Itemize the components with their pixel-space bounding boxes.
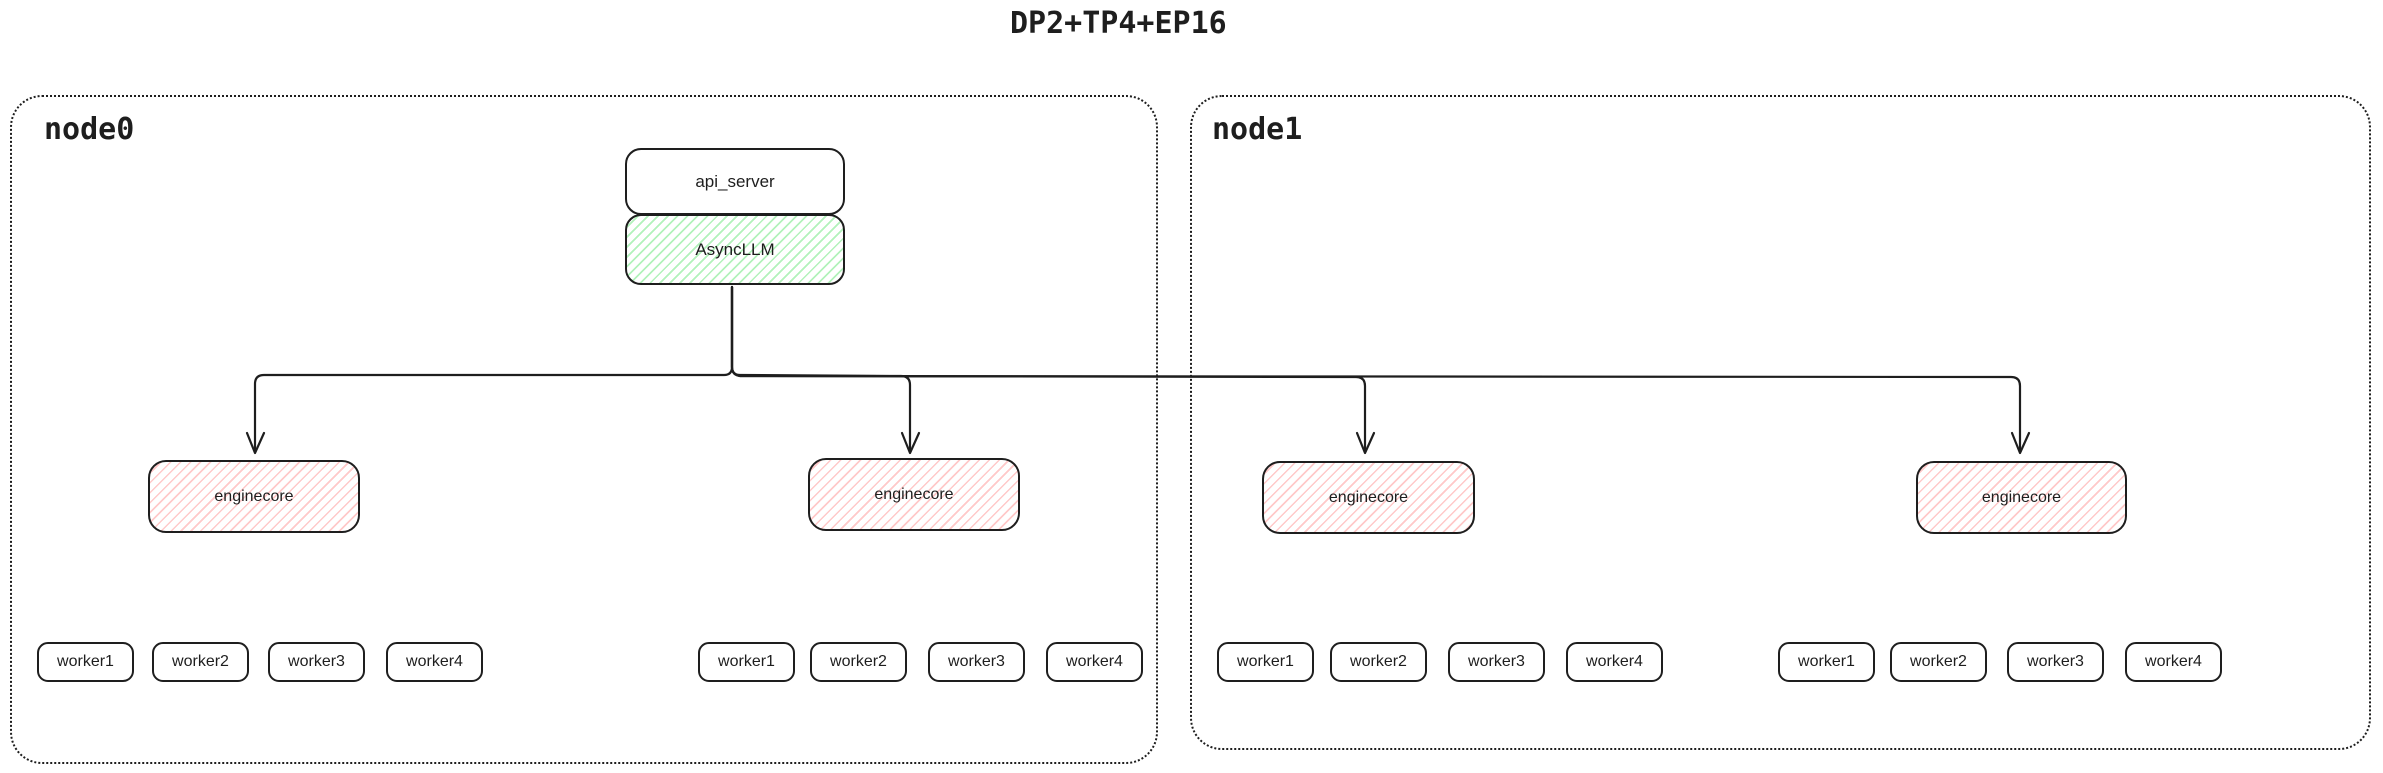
api-server-label: api_server xyxy=(695,171,775,191)
worker-label: worker2 xyxy=(1910,653,1967,670)
enginecore-box-2: enginecore xyxy=(808,458,1020,531)
worker-box: worker2 xyxy=(810,642,907,682)
worker-box: worker1 xyxy=(1778,642,1875,682)
worker-box: worker2 xyxy=(1890,642,1987,682)
worker-box: worker3 xyxy=(928,642,1025,682)
worker-label: worker4 xyxy=(406,653,463,670)
enginecore-box-1: enginecore xyxy=(148,460,360,533)
api-server-box: api_server xyxy=(625,148,845,215)
enginecore-label: enginecore xyxy=(214,487,294,505)
worker-label: worker3 xyxy=(948,653,1005,670)
node0-label: node0 xyxy=(44,112,135,147)
worker-label: worker4 xyxy=(1586,653,1643,670)
enginecore-box-3: enginecore xyxy=(1262,461,1475,534)
worker-label: worker1 xyxy=(718,653,775,670)
worker-label: worker2 xyxy=(830,653,887,670)
worker-label: worker4 xyxy=(1066,653,1123,670)
worker-box: worker4 xyxy=(1046,642,1143,682)
async-llm-box: AsyncLLM xyxy=(625,214,845,285)
worker-box: worker4 xyxy=(386,642,483,682)
async-llm-label: AsyncLLM xyxy=(695,239,775,259)
worker-box: worker1 xyxy=(698,642,795,682)
worker-label: worker3 xyxy=(2027,653,2084,670)
enginecore-label: enginecore xyxy=(1981,488,2062,506)
worker-label: worker1 xyxy=(1798,653,1855,670)
enginecore-label: enginecore xyxy=(1328,488,1409,506)
worker-box: worker3 xyxy=(2007,642,2104,682)
worker-box: worker4 xyxy=(2125,642,2222,682)
worker-box: worker4 xyxy=(1566,642,1663,682)
worker-label: worker2 xyxy=(172,653,229,670)
worker-label: worker2 xyxy=(1350,653,1407,670)
enginecore-box-4: enginecore xyxy=(1916,461,2127,534)
worker-box: worker3 xyxy=(268,642,365,682)
diagram-title: DP2+TP4+EP16 xyxy=(1010,6,1227,41)
worker-label: worker3 xyxy=(288,653,345,670)
worker-box: worker1 xyxy=(1217,642,1314,682)
worker-label: worker3 xyxy=(1468,653,1525,670)
worker-label: worker1 xyxy=(1237,653,1294,670)
worker-label: worker1 xyxy=(57,653,114,670)
node1-label: node1 xyxy=(1212,112,1303,147)
worker-box: worker2 xyxy=(1330,642,1427,682)
enginecore-label: enginecore xyxy=(874,485,954,503)
worker-box: worker2 xyxy=(152,642,249,682)
worker-label: worker4 xyxy=(2145,653,2202,670)
worker-box: worker3 xyxy=(1448,642,1545,682)
worker-box: worker1 xyxy=(37,642,134,682)
